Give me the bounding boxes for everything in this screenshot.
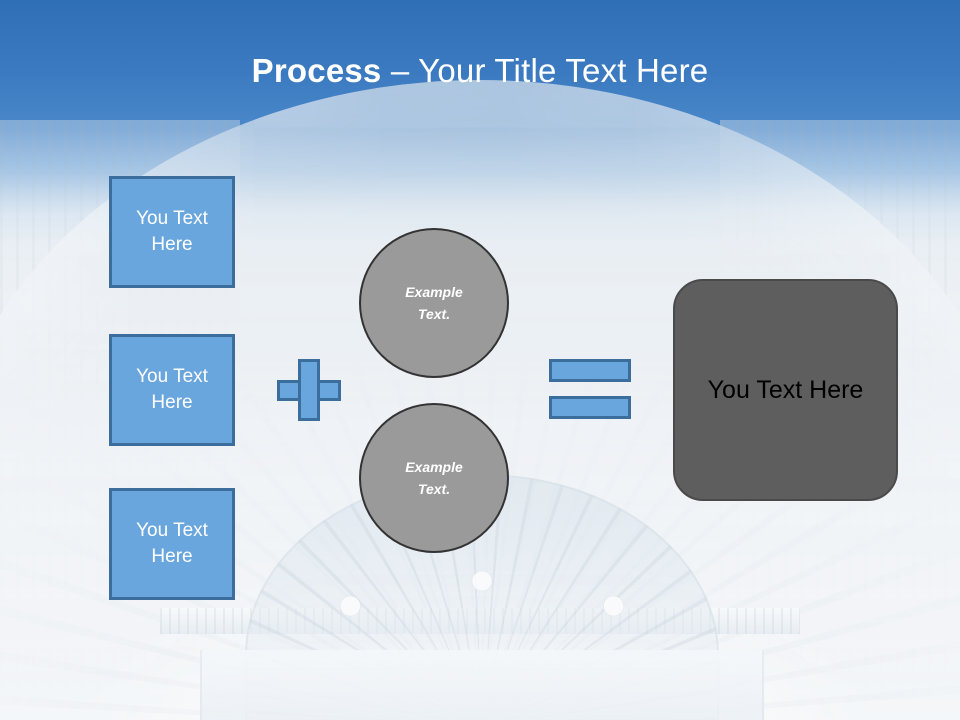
example-circle-1[interactable]: Example Text.	[359, 228, 509, 378]
example-circle-2-line2: Text.	[417, 481, 451, 497]
input-box-2-label: You Text Here	[136, 366, 208, 413]
result-box-label: You Text Here	[707, 375, 864, 404]
example-circle-1-line2: Text.	[417, 306, 451, 322]
background-plinth	[200, 650, 764, 720]
slide-title-strong: Process	[251, 52, 382, 89]
input-box-1-label: You Text Here	[136, 208, 208, 255]
example-circle-2-line1: Example	[405, 459, 463, 475]
equals-icon-bottom-bar	[549, 396, 631, 419]
plus-icon	[277, 359, 341, 421]
slide-title: Process – Your Title Text Here	[0, 50, 960, 92]
equals-icon-top-bar	[549, 359, 631, 382]
input-box-1[interactable]: You Text Here	[109, 176, 235, 288]
result-box[interactable]: You Text Here	[673, 279, 898, 501]
plus-icon-center-fill	[301, 383, 317, 398]
input-box-3-label: You Text Here	[136, 520, 208, 567]
input-box-3[interactable]: You Text Here	[109, 488, 235, 600]
slide-title-rest: – Your Title Text Here	[381, 52, 709, 89]
example-circle-2[interactable]: Example Text.	[359, 403, 509, 553]
input-box-2[interactable]: You Text Here	[109, 334, 235, 446]
equals-icon	[549, 359, 631, 419]
example-circle-1-line1: Example	[405, 284, 463, 300]
